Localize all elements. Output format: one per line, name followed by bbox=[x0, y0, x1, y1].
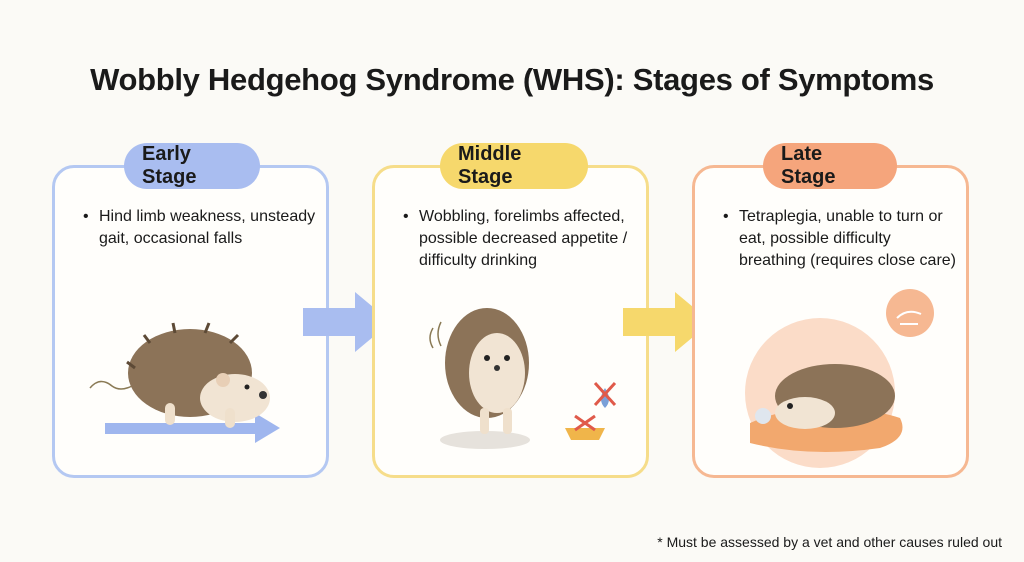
walking-hedgehog-illustration bbox=[89, 322, 280, 443]
early-stage-description: Hind limb weakness, unsteady gait, occas… bbox=[83, 206, 316, 250]
late-stage-description: Tetraplegia, unable to turn or eat, poss… bbox=[723, 206, 956, 272]
page-title: Wobbly Hedgehog Syndrome (WHS): Stages o… bbox=[90, 62, 934, 97]
caring-hand-icon bbox=[886, 289, 934, 337]
wobbling-hedgehog-illustration bbox=[429, 308, 617, 449]
late-stage-badge: Late Stage bbox=[763, 143, 897, 189]
arrow-right-icon bbox=[303, 292, 391, 352]
forward-arrow-icon bbox=[105, 413, 280, 443]
arrow-right-icon bbox=[623, 292, 711, 352]
footnote: * Must be assessed by a vet and other ca… bbox=[657, 534, 1002, 550]
early-stage-panel: Hind limb weakness, unsteady gait, occas… bbox=[52, 165, 329, 478]
late-stage-panel: Tetraplegia, unable to turn or eat, poss… bbox=[692, 165, 969, 478]
food-bowl-icon bbox=[565, 428, 605, 440]
middle-stage-panel: Wobbling, forelimbs affected, possible d… bbox=[372, 165, 649, 478]
middle-stage-badge: Middle Stage bbox=[440, 143, 588, 189]
early-stage-badge: Early Stage bbox=[124, 143, 260, 189]
resting-hedgehog-illustration bbox=[745, 289, 934, 468]
middle-stage-description: Wobbling, forelimbs affected, possible d… bbox=[403, 206, 636, 272]
